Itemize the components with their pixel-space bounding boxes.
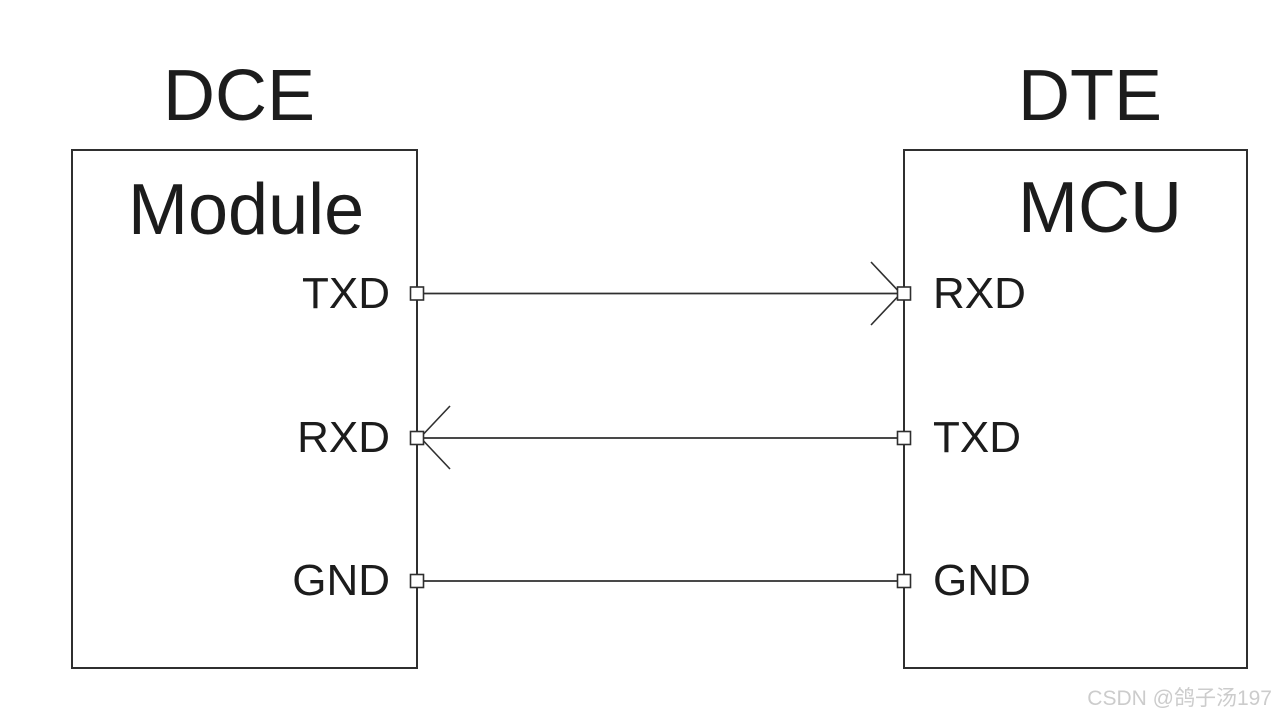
right-device-label: MCU — [1018, 168, 1182, 248]
right-device-box — [903, 149, 1248, 669]
left-pin-label-gnd: GND — [292, 556, 390, 605]
left-pin-label-rxd: RXD — [297, 413, 390, 462]
right-device-title: DTE — [1018, 56, 1162, 136]
watermark: CSDN @鸽子汤197 — [1087, 687, 1272, 710]
left-rxd-pin — [409, 430, 425, 446]
left-device-title: DCE — [163, 56, 316, 136]
left-pin-label-txd: TXD — [302, 269, 390, 318]
right-txd-pin — [896, 430, 912, 446]
right-pin-label-txd: TXD — [933, 413, 1021, 462]
left-device-label: Module — [128, 170, 365, 250]
right-pin-label-rxd: RXD — [933, 269, 1026, 318]
left-gnd-pin — [409, 573, 425, 589]
left-device-box — [71, 149, 418, 669]
right-pin-label-gnd: GND — [933, 556, 1031, 605]
right-gnd-pin — [896, 573, 912, 589]
left-txd-pin — [409, 286, 425, 301]
right-rxd-pin — [896, 286, 912, 301]
